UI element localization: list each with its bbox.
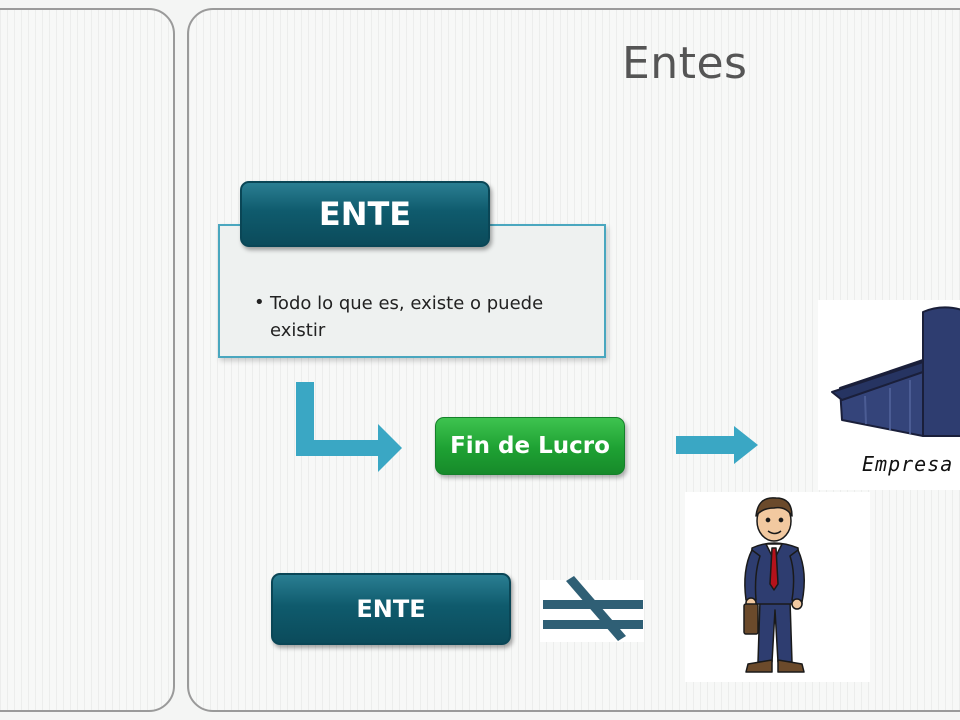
fin-de-lucro-box: Fin de Lucro <box>435 417 625 475</box>
businessman-icon <box>743 497 805 673</box>
ente-bottom-box: ENTE <box>271 573 511 645</box>
definition-text: Todo lo que es, existe o puede existir <box>252 290 592 344</box>
definition-line-1: Todo lo que es, existe o puede <box>270 293 544 314</box>
right-arrow-icon <box>676 426 758 464</box>
definition-line-2: existir <box>270 320 326 341</box>
definition-bullet: • <box>254 292 265 313</box>
elbow-arrow-icon <box>296 382 402 472</box>
left-panel <box>0 8 175 712</box>
ente-header: ENTE <box>240 181 490 247</box>
not-equal-icon <box>543 576 643 641</box>
building-icon <box>831 306 960 437</box>
empresa-label: Empresa <box>862 452 954 476</box>
slide-title: Entes <box>622 38 748 89</box>
